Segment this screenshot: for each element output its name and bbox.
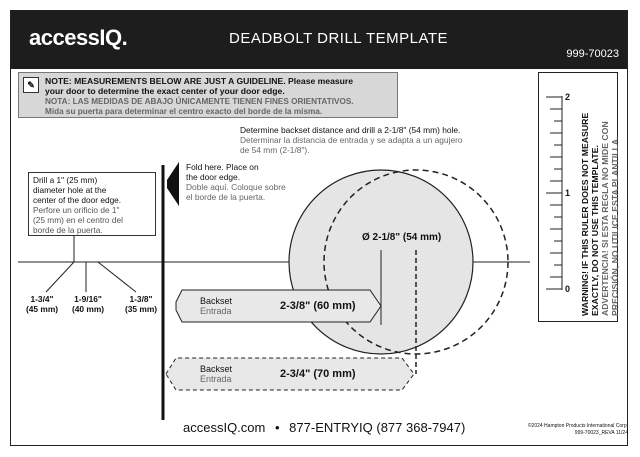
warn-es1: ADVERTENCIA! SI ESTA REGLA NO MIDE CON [600, 121, 610, 316]
fold-arrow-icon [167, 162, 179, 206]
phone-number: (877 368-7947) [376, 420, 466, 435]
note-es-line2: Mida su puerta para determinar el centro… [45, 107, 323, 116]
drill-es1: Perfore un orificio de 1" [33, 205, 120, 215]
ruler-warning: WARNING! IF THIS RULER DOES NOT MEASURE … [580, 113, 620, 316]
copyright: ©2024 Hampton Products International Cor… [527, 423, 628, 429]
note-en-line2: your door to determine the exact center … [45, 86, 285, 96]
thickness-in: 1-3/4" [30, 294, 54, 304]
revision: 999-70023_REVA 11/24 [574, 430, 628, 436]
ruler-ticks [546, 96, 562, 290]
backset-label: Backset [200, 296, 233, 306]
fold-en1: Fold here. Place on [186, 162, 259, 172]
fold-instruction: Fold here. Place on the door edge. Doble… [186, 162, 286, 202]
fold-en2: the door edge. [186, 172, 241, 182]
backset-60-arrow [175, 289, 382, 323]
part-number: 999-70023 [566, 48, 619, 60]
backset-label-es: Entrada [200, 374, 232, 384]
backset-instruction-es2: de 54 mm (2-1/8"). [240, 145, 310, 155]
thickness-label: 1-3/8" (35 mm) [120, 294, 162, 314]
hole-diameter-label: Ø 2-1/8" (54 mm) [362, 232, 442, 243]
backset-70-arrow [165, 357, 415, 391]
note-en-line1: NOTE: MEASUREMENTS BELOW ARE JUST A GUID… [45, 76, 353, 86]
page-title: DEADBOLT DRILL TEMPLATE [229, 30, 449, 47]
drill-en2: diameter hole at the [33, 185, 107, 195]
ruler-tick-label: 0 [565, 284, 571, 294]
phone-text: 877-ENTRYIQ [289, 420, 373, 435]
fold-es1: Doble aquí. Coloque sobre [186, 182, 286, 192]
ruler-tick-label: 1 [565, 188, 571, 198]
website-link[interactable]: accessIQ.com [183, 420, 266, 435]
warn-es2: PRECISIÓN, NO UTILICE ESTA PLANTILLA. [610, 136, 620, 316]
backset-70-label: Backset Entrada [200, 364, 232, 384]
header-bar: accessIQ. DEADBOLT DRILL TEMPLATE 999-70… [11, 11, 627, 69]
thickness-mm: (45 mm) [25, 304, 59, 314]
note-english: NOTE: MEASUREMENTS BELOW ARE JUST A GUID… [45, 76, 395, 96]
warn-en2: EXACTLY, DO NOT USE THIS TEMPLATE. [590, 145, 600, 316]
backset-label-es: Entrada [200, 306, 232, 316]
ruler-box [538, 72, 618, 322]
leader-line [45, 261, 75, 293]
accessiq-logo: accessIQ. [29, 25, 128, 50]
drill-es2: (25 mm) en el centro del [33, 215, 123, 225]
template-border [10, 10, 628, 446]
thickness-mm: (35 mm) [124, 304, 158, 314]
backset-60-value: 2-3/8" (60 mm) [280, 300, 356, 312]
thickness-in: 1-9/16" [74, 294, 102, 304]
leader-line [97, 261, 137, 293]
note-es-line1: NOTA: LAS MEDIDAS DE ABAJO ÚNICAMENTE TI… [45, 97, 354, 106]
thickness-mm: (40 mm) [71, 304, 105, 314]
note-spanish: NOTA: LAS MEDIDAS DE ABAJO ÚNICAMENTE TI… [45, 97, 395, 117]
ruler-tick-label: 2 [565, 92, 571, 102]
separator: • [274, 420, 280, 435]
drill-instruction-box: Drill a 1" (25 mm) diameter hole at the … [28, 172, 156, 236]
thickness-label: 1-3/4" (45 mm) [22, 294, 62, 314]
backset-instruction-en: Determine backset distance and drill a 2… [240, 125, 461, 135]
drill-en1: Drill a 1" (25 mm) [33, 175, 98, 185]
backset-label: Backset [200, 364, 233, 374]
backset-60-label: Backset Entrada [200, 296, 232, 316]
thickness-label: 1-9/16" (40 mm) [66, 294, 110, 314]
backset-70-value: 2-3/4" (70 mm) [280, 368, 356, 380]
drill-es3: borde de la puerta. [33, 225, 103, 235]
backset-instruction-es1: Determinar la distancia de entrada y se … [240, 135, 463, 145]
warn-en1: WARNING! IF THIS RULER DOES NOT MEASURE [580, 112, 590, 316]
guideline-note: ✎ NOTE: MEASUREMENTS BELOW ARE JUST A GU… [18, 72, 398, 118]
footer-contact: accessIQ.com • 877-ENTRYIQ (877 368-7947… [183, 420, 465, 435]
note-icon: ✎ [23, 77, 39, 93]
backset-instruction: Determine backset distance and drill a 2… [240, 125, 463, 155]
fold-es2: el borde de la puerta. [186, 192, 266, 202]
thickness-in: 1-3/8" [129, 294, 153, 304]
drill-en3: center of the door edge. [33, 195, 122, 205]
